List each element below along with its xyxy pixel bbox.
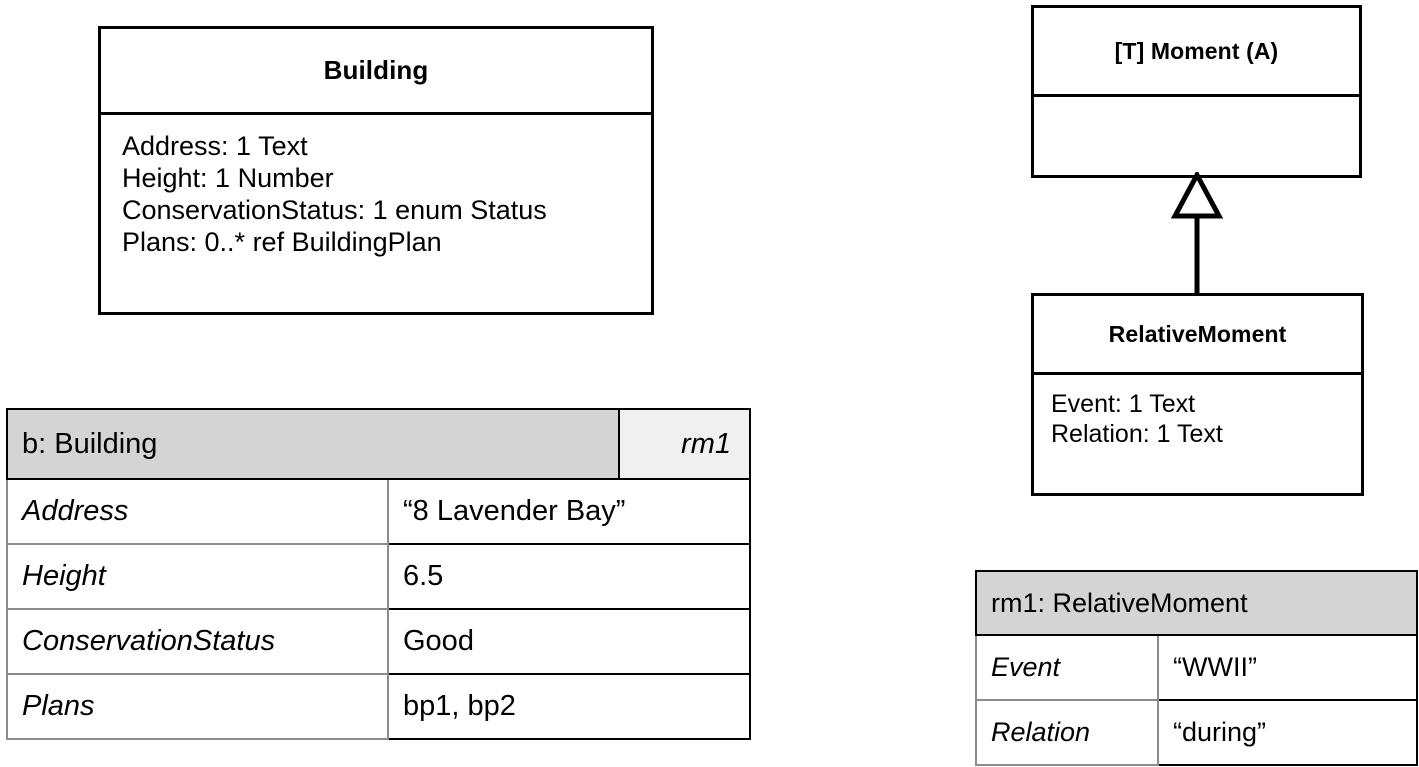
slot-name-event: Event [975,634,1159,701]
generalization-arrow-icon [1170,172,1224,296]
table-row: Plans bp1, bp2 [6,673,751,740]
relativemoment-attribute-event: Event: 1 Text [1051,390,1196,418]
table-row: Address “8 Lavender Bay” [6,478,751,545]
building-instance-ref-rm1: rm1 [618,408,751,480]
moment-class-attributes [1034,97,1359,175]
building-instance-name: b: Building [6,408,620,480]
relativemoment-attribute-relation: Relation: 1 Text [1051,419,1223,448]
slot-value-address: “8 Lavender Bay” [387,478,751,545]
table-row: Relation “during” [975,699,1418,766]
slot-value-relation: “during” [1157,699,1418,766]
slot-name-plans: Plans [6,673,389,740]
slot-value-plans: bp1, bp2 [387,673,751,740]
slot-name-relation: Relation [975,699,1159,766]
building-attribute-height: Height: 1 Number [122,162,334,193]
slot-name-height: Height [6,543,389,610]
table-row: Event “WWII” [975,634,1418,701]
table-row: ConservationStatus Good [6,608,751,675]
slot-name-conservationstatus: ConservationStatus [6,608,389,675]
relativemoment-class-attributes: Event: 1 Text Relation: 1 Text [1034,375,1361,493]
building-class-attributes: Address: 1 Text Height: 1 Number Conserv… [101,115,651,312]
moment-class-box: [T] Moment (A) [1031,5,1362,178]
building-instance-header-row: b: Building rm1 [6,408,751,480]
building-attribute-address: Address: 1 Text [122,131,308,161]
building-class-box: Building Address: 1 Text Height: 1 Numbe… [98,26,654,315]
slot-value-event: “WWII” [1157,634,1418,701]
relativemoment-class-title: RelativeMoment [1034,296,1361,375]
building-instance-table: b: Building rm1 Address “8 Lavender Bay”… [6,408,751,740]
building-attribute-conservationstatus: ConservationStatus: 1 enum Status [122,194,547,225]
table-row: Height 6.5 [6,543,751,610]
relativemoment-class-box: RelativeMoment Event: 1 Text Relation: 1… [1031,293,1364,496]
building-class-title: Building [101,29,651,115]
slot-name-address: Address [6,478,389,545]
slot-value-conservationstatus: Good [387,608,751,675]
relativemoment-instance-table: rm1: RelativeMoment Event “WWII” Relatio… [975,570,1418,766]
relativemoment-instance-name: rm1: RelativeMoment [975,570,1418,636]
relativemoment-instance-header-row: rm1: RelativeMoment [975,570,1418,636]
building-attribute-plans: Plans: 0..* ref BuildingPlan [122,226,442,257]
moment-class-title: [T] Moment (A) [1034,8,1359,97]
slot-value-height: 6.5 [387,543,751,610]
